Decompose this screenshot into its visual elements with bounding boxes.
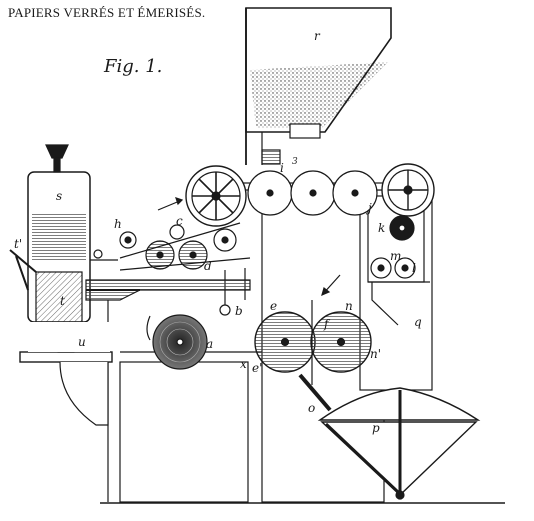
label-h: h xyxy=(114,217,122,231)
label-k: k xyxy=(378,221,385,235)
label-nprime: n' xyxy=(370,347,381,361)
rollers-k-m xyxy=(368,215,430,326)
feed-arrow-1 xyxy=(157,197,184,211)
label-n: n xyxy=(345,299,353,313)
label-tprime: t' xyxy=(14,237,22,251)
label-o: o xyxy=(308,401,315,415)
label-c: c xyxy=(176,214,183,228)
label-q: q xyxy=(414,315,422,329)
label-j: j xyxy=(365,201,372,215)
label-u: u xyxy=(78,335,86,349)
reservoir-s xyxy=(9,144,118,323)
label-e: e xyxy=(270,299,277,313)
label-l: l xyxy=(412,261,416,275)
feed-arrow-2 xyxy=(321,274,341,297)
bracket-lamp-u xyxy=(19,322,113,426)
rollers-e-n xyxy=(254,300,372,385)
label-d: d xyxy=(204,259,212,273)
hopper-r xyxy=(245,7,392,165)
roller-h xyxy=(119,231,137,249)
paper-roll-a xyxy=(146,314,208,370)
label-i: i xyxy=(280,161,284,175)
lever-o xyxy=(298,373,332,412)
plate-header: PAPIERS VERRÉS ET ÉMERISÉS. xyxy=(8,5,206,20)
collector-p xyxy=(317,387,481,500)
label-eprime: e' xyxy=(252,361,262,375)
label-3: 3 xyxy=(292,157,298,167)
label-f: f xyxy=(323,317,331,331)
label-p: p xyxy=(372,421,380,435)
label-r: r xyxy=(314,29,321,43)
feed-tray xyxy=(85,279,251,301)
rollers-c-d xyxy=(119,222,251,271)
gear-train xyxy=(185,163,435,227)
label-x: x xyxy=(240,357,247,371)
label-t: t xyxy=(60,294,65,308)
label-b: b xyxy=(235,304,243,318)
label-a: a xyxy=(206,337,213,351)
label-s: s xyxy=(56,189,62,203)
figure-caption: Fig. 1. xyxy=(104,56,163,77)
label-m: m xyxy=(390,249,401,263)
